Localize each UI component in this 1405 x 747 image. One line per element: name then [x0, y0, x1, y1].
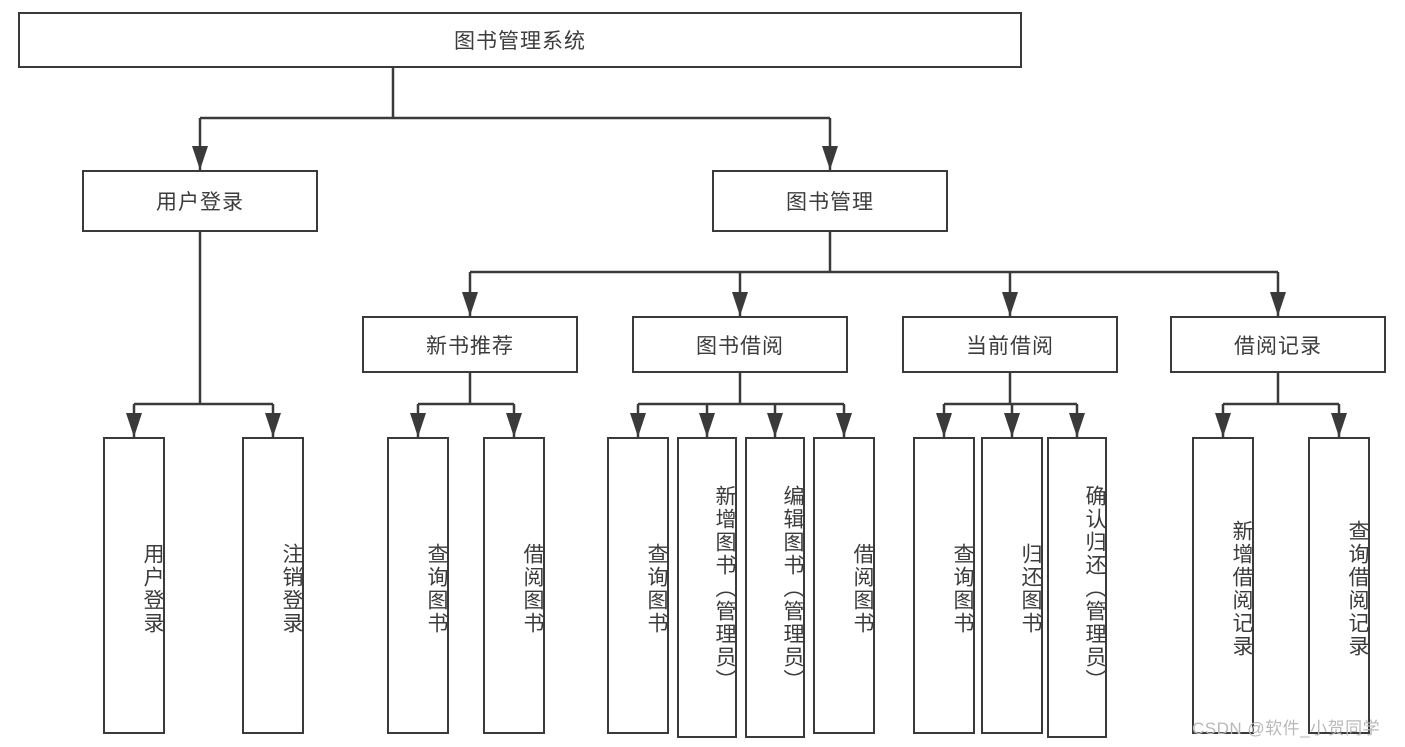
- arrowhead-icon: [410, 413, 426, 437]
- node-label: 借阅图书: [851, 542, 874, 635]
- node-label: 确认归还（管理员）: [1083, 485, 1106, 692]
- arrowhead-icon: [732, 292, 748, 316]
- node-label: 新增图书（管理员）: [713, 485, 736, 692]
- arrowhead-icon: [822, 146, 838, 170]
- node-leaf-return-book[interactable]: 归还图书: [981, 437, 1043, 734]
- node-root[interactable]: 图书管理系统: [18, 12, 1022, 68]
- arrowhead-icon: [1270, 292, 1286, 316]
- node-leaf-add-record[interactable]: 新增借阅记录: [1192, 437, 1254, 734]
- node-leaf-borrow-book-1[interactable]: 借阅图书: [483, 437, 545, 734]
- node-label: 图书借阅: [696, 334, 784, 358]
- arrowhead-icon: [1069, 413, 1085, 437]
- arrowhead-icon: [1004, 413, 1020, 437]
- node-borrow-record[interactable]: 借阅记录: [1170, 316, 1386, 373]
- arrowhead-icon: [936, 413, 952, 437]
- node-label: 归还图书: [1019, 542, 1042, 635]
- node-leaf-query-record[interactable]: 查询借阅记录: [1308, 437, 1370, 734]
- node-label: 查询借阅记录: [1346, 519, 1369, 658]
- arrowhead-icon: [126, 413, 142, 437]
- arrowhead-icon: [1331, 413, 1347, 437]
- node-leaf-query-book-2[interactable]: 查询图书: [607, 437, 669, 734]
- node-label: 编辑图书（管理员）: [781, 485, 804, 692]
- node-label: 用户登录: [156, 191, 244, 214]
- arrowhead-icon: [767, 413, 783, 437]
- node-label: 图书管理: [786, 191, 874, 214]
- arrowhead-icon: [699, 413, 715, 437]
- node-leaf-borrow-book-2[interactable]: 借阅图书: [813, 437, 875, 734]
- node-user-login[interactable]: 用户登录: [82, 170, 318, 232]
- node-label: 图书管理系统: [454, 30, 586, 53]
- arrowhead-icon: [265, 413, 281, 437]
- node-label: 注销登录: [280, 542, 303, 635]
- node-leaf-query-book-3[interactable]: 查询图书: [913, 437, 975, 734]
- node-label: 新书推荐: [426, 334, 514, 358]
- node-current-borrow[interactable]: 当前借阅: [902, 316, 1118, 373]
- node-book-borrow[interactable]: 图书借阅: [632, 316, 848, 373]
- node-label: 当前借阅: [966, 334, 1054, 358]
- arrowhead-icon: [462, 292, 478, 316]
- node-label: 查询图书: [645, 542, 668, 635]
- node-leaf-query-book-1[interactable]: 查询图书: [387, 437, 449, 734]
- node-label: 用户登录: [141, 542, 164, 635]
- node-leaf-edit-book[interactable]: 编辑图书（管理员）: [745, 437, 805, 738]
- arrowhead-icon: [836, 413, 852, 437]
- arrowhead-icon: [1002, 292, 1018, 316]
- node-label: 查询图书: [425, 542, 448, 635]
- node-label: 借阅记录: [1234, 334, 1322, 358]
- node-label: 查询图书: [951, 542, 974, 635]
- node-book-mgmt[interactable]: 图书管理: [712, 170, 948, 232]
- arrowhead-icon: [506, 413, 522, 437]
- arrowhead-icon: [1215, 413, 1231, 437]
- arrowhead-icon: [630, 413, 646, 437]
- node-leaf-user-login[interactable]: 用户登录: [103, 437, 165, 734]
- node-leaf-confirm-return[interactable]: 确认归还（管理员）: [1047, 437, 1107, 738]
- arrowhead-icon: [192, 146, 208, 170]
- node-label: 借阅图书: [521, 542, 544, 635]
- node-leaf-logout[interactable]: 注销登录: [242, 437, 304, 734]
- node-leaf-add-book[interactable]: 新增图书（管理员）: [677, 437, 737, 738]
- node-label: 新增借阅记录: [1230, 519, 1253, 658]
- watermark: CSDN @软件_小贺同学: [1192, 719, 1381, 738]
- node-new-book-rec[interactable]: 新书推荐: [362, 316, 578, 373]
